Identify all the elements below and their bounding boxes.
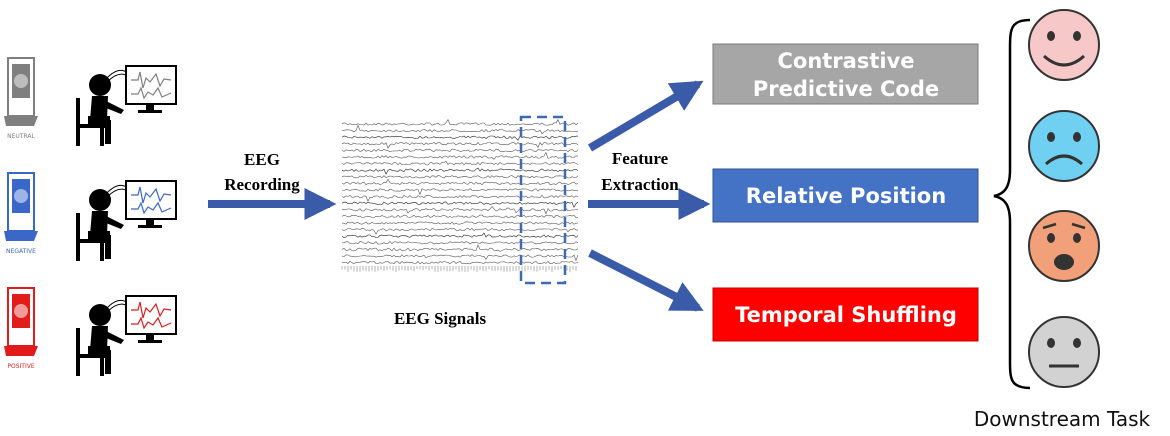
task-temporal-shuffling: Temporal Shuffling bbox=[712, 287, 979, 342]
eeg-recording-label-line2: Recording bbox=[224, 175, 300, 194]
sad-face-icon bbox=[1028, 110, 1100, 182]
eeg-channel-traces bbox=[341, 118, 579, 272]
eeg-channel-trace bbox=[341, 214, 579, 219]
feature-extraction-label-line1: Feature bbox=[612, 149, 669, 168]
eeg-channel-trace bbox=[341, 175, 579, 179]
person-icon bbox=[75, 65, 177, 147]
eeg-channel-trace bbox=[341, 142, 579, 149]
eeg-channel-trace bbox=[341, 227, 579, 235]
subject-label: NEGATIVE bbox=[6, 248, 36, 255]
task-label-line2: Predictive Code bbox=[753, 77, 939, 101]
task-contrastive-predictive-code: Contrastive Predictive Code bbox=[712, 43, 979, 105]
eeg-trace bbox=[131, 71, 172, 89]
eeg-signal-panel bbox=[340, 115, 580, 285]
eeg-recording-label-line1: EEG bbox=[244, 150, 280, 169]
eeg-trace bbox=[131, 301, 172, 319]
eeg-channel-trace bbox=[341, 254, 579, 262]
eeg-channel-trace bbox=[341, 151, 579, 160]
positive-computer-icon bbox=[4, 287, 38, 356]
neutral-face-icon bbox=[1028, 316, 1100, 388]
subject-neutral: NEUTRAL bbox=[4, 57, 177, 147]
eeg-trace bbox=[131, 186, 172, 204]
highlight-window bbox=[519, 115, 567, 285]
subject-label: POSITIVE bbox=[7, 363, 34, 370]
happy-face-icon bbox=[1028, 9, 1100, 81]
arrow-to-contrastive bbox=[587, 80, 704, 152]
eeg-channel-trace bbox=[341, 194, 579, 202]
eeg-signals-label: EEG Signals bbox=[394, 309, 487, 328]
eeg-channel-trace bbox=[341, 135, 579, 141]
person-icon bbox=[75, 180, 177, 262]
subject-label: NEUTRAL bbox=[7, 133, 35, 140]
eeg-channel-trace bbox=[341, 188, 579, 196]
eeg-channel-trace bbox=[341, 201, 579, 208]
task-label-line1: Contrastive bbox=[777, 49, 914, 73]
eeg-channel-trace bbox=[341, 221, 579, 225]
negative-computer-icon bbox=[4, 172, 38, 241]
eeg-channel-trace bbox=[341, 206, 579, 215]
eeg-channel-trace bbox=[341, 148, 579, 153]
feature-extraction-label-line2: Extraction bbox=[601, 175, 679, 194]
eeg-channel-trace bbox=[341, 232, 579, 238]
eeg-channel-trace bbox=[341, 167, 579, 175]
eeg-channel-trace bbox=[341, 244, 579, 252]
eeg-channel-trace bbox=[342, 260, 579, 265]
neutral-computer-icon bbox=[4, 57, 38, 126]
person-icon bbox=[75, 295, 177, 377]
downstream-task-label: Downstream Task bbox=[974, 407, 1151, 431]
arrow-to-temporal bbox=[588, 249, 704, 312]
task-label: Relative Position bbox=[746, 184, 946, 208]
eeg-channel-trace bbox=[341, 178, 579, 186]
eeg-channel-trace bbox=[341, 241, 579, 245]
subject-positive: POSITIVE bbox=[4, 287, 177, 377]
eeg-trace bbox=[131, 316, 172, 330]
curly-brace bbox=[993, 18, 1031, 390]
eeg-trace bbox=[131, 86, 172, 100]
task-relative-position: Relative Position bbox=[712, 168, 979, 223]
fearful-face-icon bbox=[1028, 210, 1100, 282]
eeg-channel-trace bbox=[341, 160, 579, 166]
eeg-channel-trace bbox=[342, 124, 578, 135]
eeg-trace bbox=[131, 201, 172, 215]
subject-negative: NEGATIVE bbox=[4, 172, 177, 262]
task-label: Temporal Shuffling bbox=[735, 303, 957, 327]
eeg-channel-trace bbox=[341, 118, 579, 126]
